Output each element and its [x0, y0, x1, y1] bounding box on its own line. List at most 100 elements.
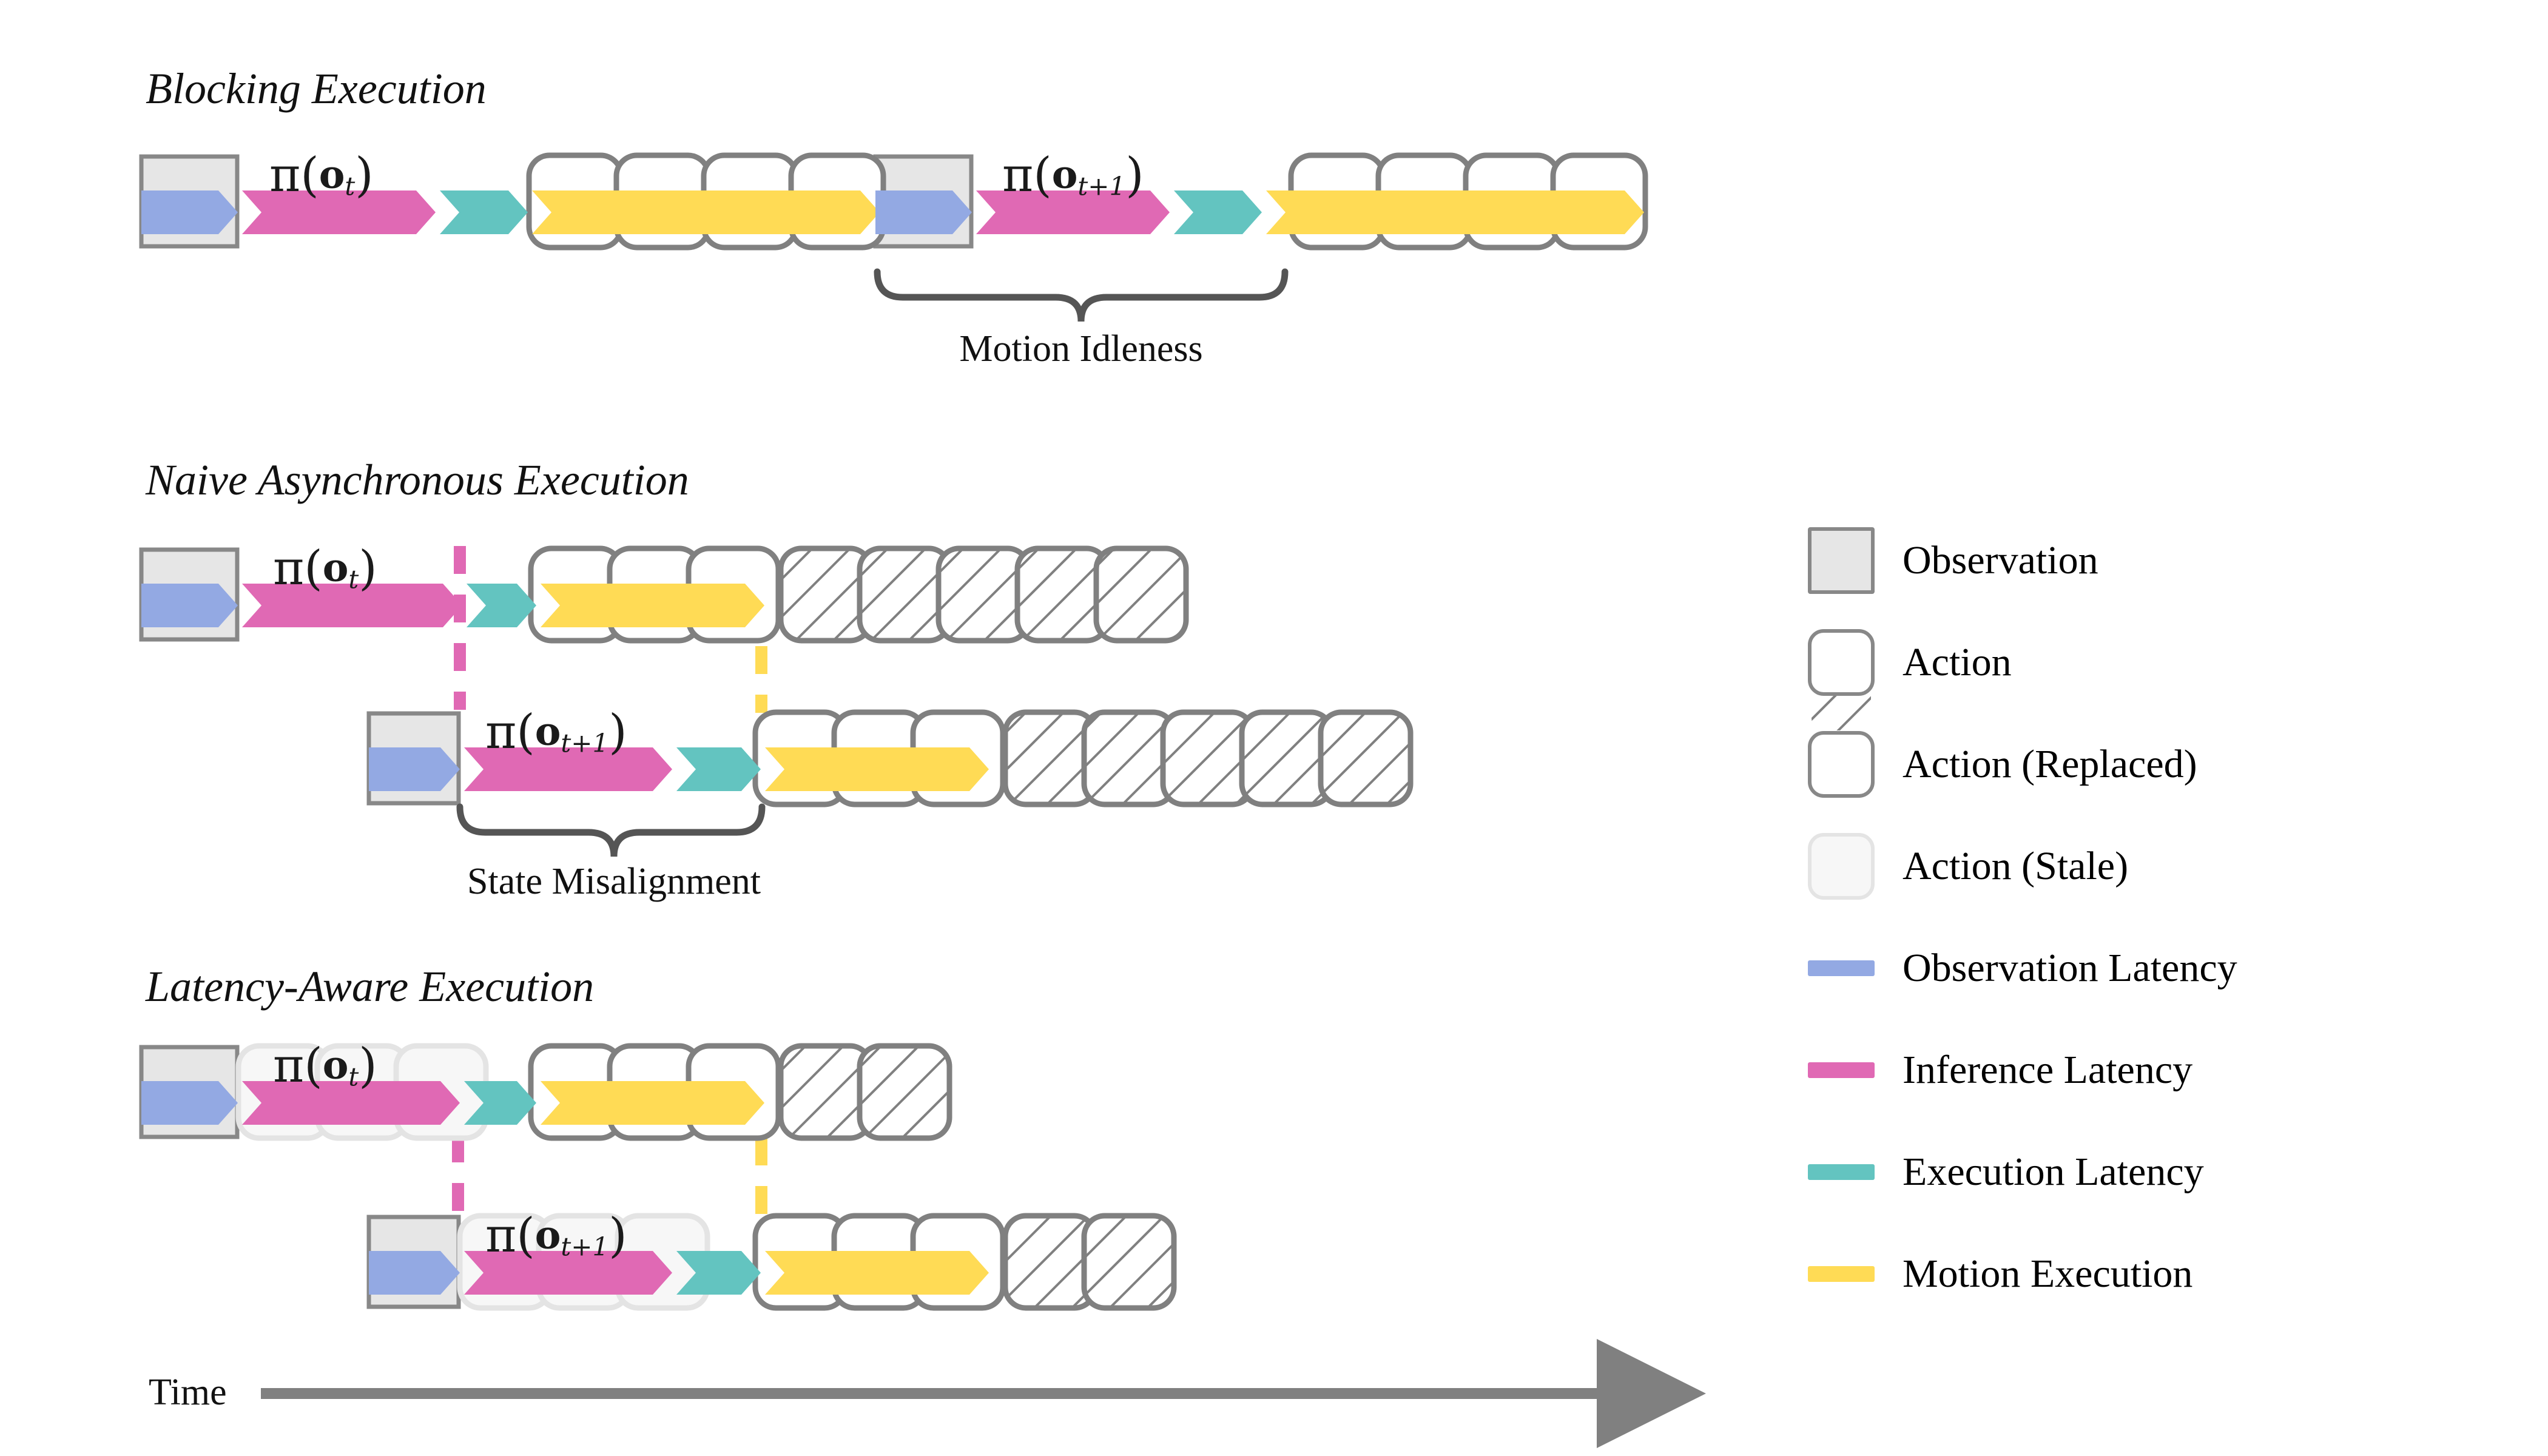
action-box — [528, 1043, 624, 1141]
action-box — [1288, 152, 1386, 251]
action-replaced-swatch-icon — [1808, 731, 1875, 798]
action-box — [910, 1213, 1006, 1311]
action-replaced-box — [1239, 709, 1335, 807]
action-replaced-box — [1093, 545, 1189, 644]
legend: Observation Action Action (Replaced) Act… — [1808, 510, 2524, 1325]
observation-box — [139, 1045, 240, 1139]
legend-label: Observation — [1903, 538, 2098, 582]
action-box — [613, 152, 712, 251]
action-replaced-box — [778, 1043, 874, 1141]
motion-execution-segment — [1266, 190, 1644, 234]
legend-label: Action — [1903, 640, 2012, 684]
policy-label-pi-ot: π(ot) — [269, 148, 374, 203]
observation-box — [366, 711, 461, 806]
action-box — [701, 152, 799, 251]
observation-swatch-icon — [1808, 527, 1875, 594]
legend-item-action-replaced: Action (Replaced) — [1808, 713, 2524, 815]
action-stale-swatch-icon — [1808, 833, 1875, 900]
row-naive-async — [139, 545, 1414, 857]
action-box — [607, 545, 703, 644]
action-replaced-box — [1160, 709, 1256, 807]
observation-box — [139, 547, 240, 642]
inference-latency-swatch-icon — [1808, 1062, 1875, 1078]
action-box — [607, 1043, 703, 1141]
execution-latency-segment — [676, 1251, 761, 1295]
action-replaced-box — [857, 1043, 952, 1141]
action-box — [752, 709, 848, 807]
legend-item-action: Action — [1808, 612, 2524, 713]
section-title-blocking: Blocking Execution — [146, 64, 487, 113]
execution-latency-swatch-icon — [1808, 1164, 1875, 1180]
motion-execution-segment — [765, 747, 989, 791]
action-box — [752, 1213, 848, 1311]
execution-latency-segment — [467, 584, 536, 627]
observation-box — [873, 154, 974, 249]
legend-item-action-stale: Action (Stale) — [1808, 815, 2524, 917]
time-axis-label: Time — [149, 1372, 227, 1413]
observation-latency-segment — [369, 1251, 460, 1295]
observation-latency-segment — [141, 584, 238, 627]
legend-item-execution-latency: Execution Latency — [1808, 1121, 2524, 1223]
policy-label-pi-ot1: π(ot+1) — [485, 1208, 627, 1263]
action-box — [1463, 152, 1561, 251]
action-replaced-box — [1014, 545, 1110, 644]
observation-box — [139, 154, 240, 249]
action-stale-box — [393, 1043, 489, 1141]
action-box — [686, 1043, 781, 1141]
action-box — [526, 152, 624, 251]
section-title-naive-async: Naive Asynchronous Execution — [146, 456, 689, 504]
motion-execution-segment — [541, 584, 764, 627]
action-box — [910, 709, 1006, 807]
action-box — [788, 152, 886, 251]
motion-idleness-brace — [874, 268, 1289, 322]
observation-box — [366, 1215, 461, 1309]
motion-execution-segment — [765, 1251, 989, 1295]
observation-latency-segment — [141, 1081, 238, 1125]
observation-latency-segment — [875, 190, 972, 234]
action-replaced-box — [778, 545, 874, 644]
motion-execution-segment — [532, 190, 880, 234]
legend-label: Action (Stale) — [1903, 844, 2129, 888]
policy-label-pi-ot1: π(ot+1) — [1002, 148, 1144, 203]
action-replaced-box — [1002, 709, 1098, 807]
action-box — [1550, 152, 1648, 251]
action-replaced-box — [857, 545, 952, 644]
legend-item-observation: Observation — [1808, 510, 2524, 612]
section-title-latency-aware: Latency-Aware Execution — [146, 962, 595, 1011]
legend-label: Execution Latency — [1903, 1150, 2204, 1194]
execution-latency-segment — [676, 747, 761, 791]
action-replaced-box — [1002, 1213, 1098, 1311]
motion-idleness-label: Motion Idleness — [959, 328, 1203, 369]
action-replaced-box — [1081, 1213, 1177, 1311]
legend-label: Inference Latency — [1903, 1048, 2193, 1092]
observation-latency-swatch-icon — [1808, 960, 1875, 976]
action-box — [528, 545, 624, 644]
legend-label: Action (Replaced) — [1903, 742, 2197, 786]
action-swatch-icon — [1808, 629, 1875, 696]
action-box — [1375, 152, 1474, 251]
policy-label-pi-ot: π(ot) — [273, 1039, 377, 1093]
legend-label: Observation Latency — [1903, 946, 2237, 990]
execution-latency-segment — [1174, 190, 1262, 234]
action-box — [831, 709, 927, 807]
legend-item-observation-latency: Observation Latency — [1808, 917, 2524, 1019]
action-stale-box — [615, 1213, 710, 1311]
policy-label-pi-ot1: π(ot+1) — [485, 705, 627, 760]
legend-item-inference-latency: Inference Latency — [1808, 1019, 2524, 1121]
execution-latency-segment — [440, 190, 528, 234]
observation-latency-segment — [369, 747, 460, 791]
action-replaced-box — [1318, 709, 1414, 807]
action-box — [831, 1213, 927, 1311]
policy-label-pi-ot: π(ot) — [273, 541, 377, 596]
state-misalignment-brace — [456, 803, 766, 857]
action-box — [686, 545, 781, 644]
action-replaced-box — [1081, 709, 1177, 807]
state-misalignment-label: State Misalignment — [467, 861, 761, 902]
motion-execution-swatch-icon — [1808, 1266, 1875, 1282]
execution-latency-segment — [464, 1081, 536, 1125]
action-replaced-box — [935, 545, 1031, 644]
legend-item-motion-execution: Motion Execution — [1808, 1223, 2524, 1325]
legend-label: Motion Execution — [1903, 1252, 2193, 1296]
motion-execution-segment — [541, 1081, 764, 1125]
